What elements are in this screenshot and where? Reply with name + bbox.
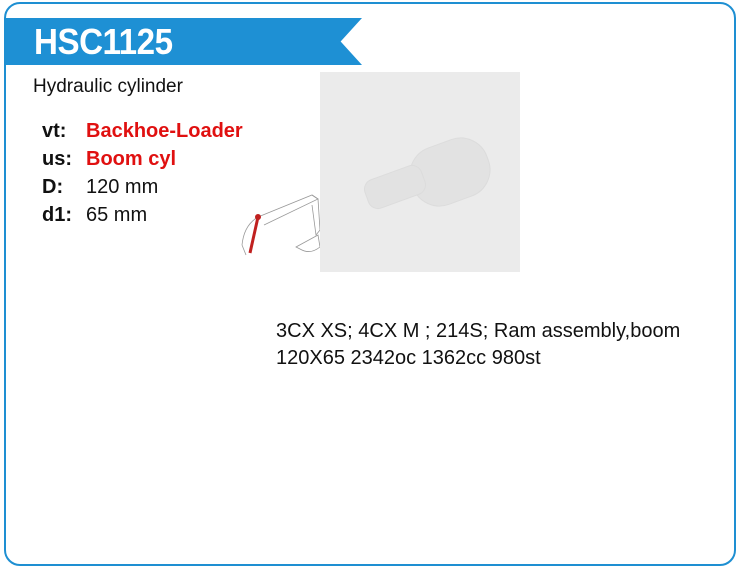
- spec-value: Boom cyl: [86, 148, 177, 170]
- spec-label: us:: [42, 148, 72, 170]
- spec-label: D:: [42, 176, 64, 198]
- spec-row-us: us: Boom cyl: [42, 145, 243, 173]
- backhoe-boom-diagram-icon: [241, 194, 321, 256]
- spec-value: 65 mm: [86, 204, 148, 226]
- product-type: Hydraulic cylinder: [33, 76, 183, 97]
- cylinder-image-icon: [363, 137, 491, 210]
- product-photo: [320, 72, 520, 272]
- spec-label: vt:: [42, 120, 67, 142]
- product-code-banner: [6, 18, 362, 65]
- product-code: HSC1125: [34, 21, 173, 62]
- spec-row-vt: vt: Backhoe-Loader: [42, 117, 243, 145]
- spec-label: d1:: [42, 204, 72, 226]
- spec-value: 120 mm: [86, 176, 159, 198]
- spec-list: vt: Backhoe-Loader us: Boom cyl D: 120 mm d…: [42, 117, 243, 229]
- spec-value: Backhoe-Loader: [86, 120, 243, 142]
- spec-row-d1: d1: 65 mm: [42, 201, 243, 229]
- product-description: 3CX XS; 4CX M ; 214S; Ram assembly,boom …: [276, 320, 681, 369]
- spec-row-d: D: 120 mm: [42, 173, 243, 201]
